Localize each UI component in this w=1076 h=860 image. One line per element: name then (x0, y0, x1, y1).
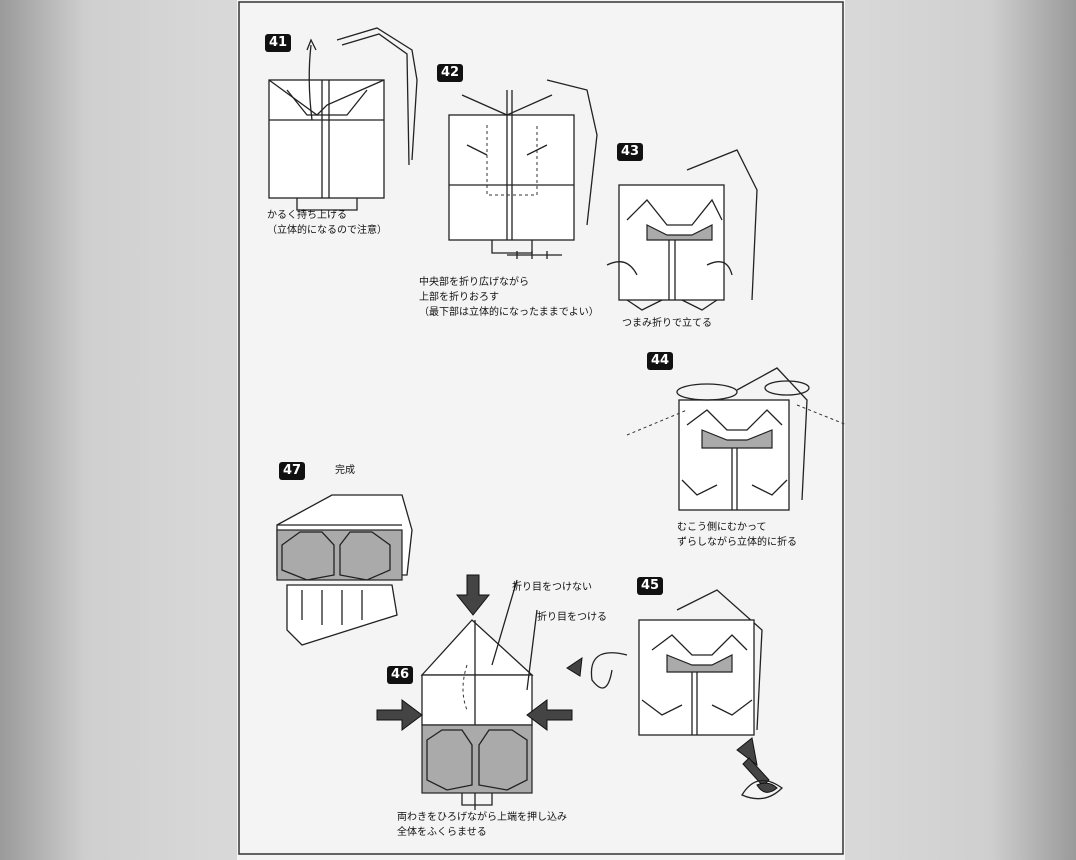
step-44-figure (626, 367, 845, 511)
caption-line: 上部を折りおろす (419, 292, 499, 303)
step-41-caption: かるく持ち上げる （立体的になるので注意） (267, 208, 387, 238)
step-46-caption: 両わきをひろげながら上端を押し込み 全体をふくらませる (397, 810, 567, 840)
caption-line: かるく持ち上げる (267, 210, 347, 221)
step-42-badge: 42 (437, 64, 464, 82)
step-44-caption: むこう側にむかって ずらしながら立体的に折る (677, 520, 797, 550)
step-45-badge: 45 (637, 577, 664, 595)
step-43-caption: つまみ折りで立てる (622, 316, 712, 331)
label-done: 完成 (335, 465, 355, 476)
page-border (238, 1, 844, 855)
step-47-figure (276, 494, 413, 646)
step-47-badge: 47 (279, 462, 306, 480)
caption-line: （最下部は立体的になったままでよい） (419, 307, 599, 318)
flip-arrow (590, 652, 628, 689)
caption-line: つまみ折りで立てる (622, 318, 712, 329)
step-43-figure (606, 149, 758, 311)
step-42-caption: 中央部を折り広げながら 上部を折りおろす （最下部は立体的になったままでよい） (419, 275, 599, 320)
caption-line: ずらしながら立体的に折る (677, 537, 797, 548)
caption-line: 中央部を折り広げながら (419, 277, 529, 288)
step-44-badge: 44 (647, 352, 674, 370)
caption-line: 全体をふくらませる (397, 827, 487, 838)
step-43-badge: 43 (617, 143, 644, 161)
step-41-badge: 41 (265, 34, 292, 52)
step-41-figure (268, 27, 418, 211)
step-46-badge: 46 (387, 666, 414, 684)
step-42-figure (448, 79, 598, 259)
label-no-crease: 折り目をつけない (512, 582, 592, 593)
step-46-figure (376, 574, 573, 810)
diagram-page: 41 42 43 44 45 46 47 かるく持ち上げる （立体的になるので注… (237, 0, 845, 860)
caption-line: むこう側にむかって (677, 522, 767, 533)
step-45-figure (638, 589, 784, 800)
label-crease: 折り目をつける (537, 612, 607, 623)
diagram-drawings (238, 1, 845, 855)
caption-line: （立体的になるので注意） (267, 225, 387, 236)
caption-line: 両わきをひろげながら上端を押し込み (397, 812, 567, 823)
